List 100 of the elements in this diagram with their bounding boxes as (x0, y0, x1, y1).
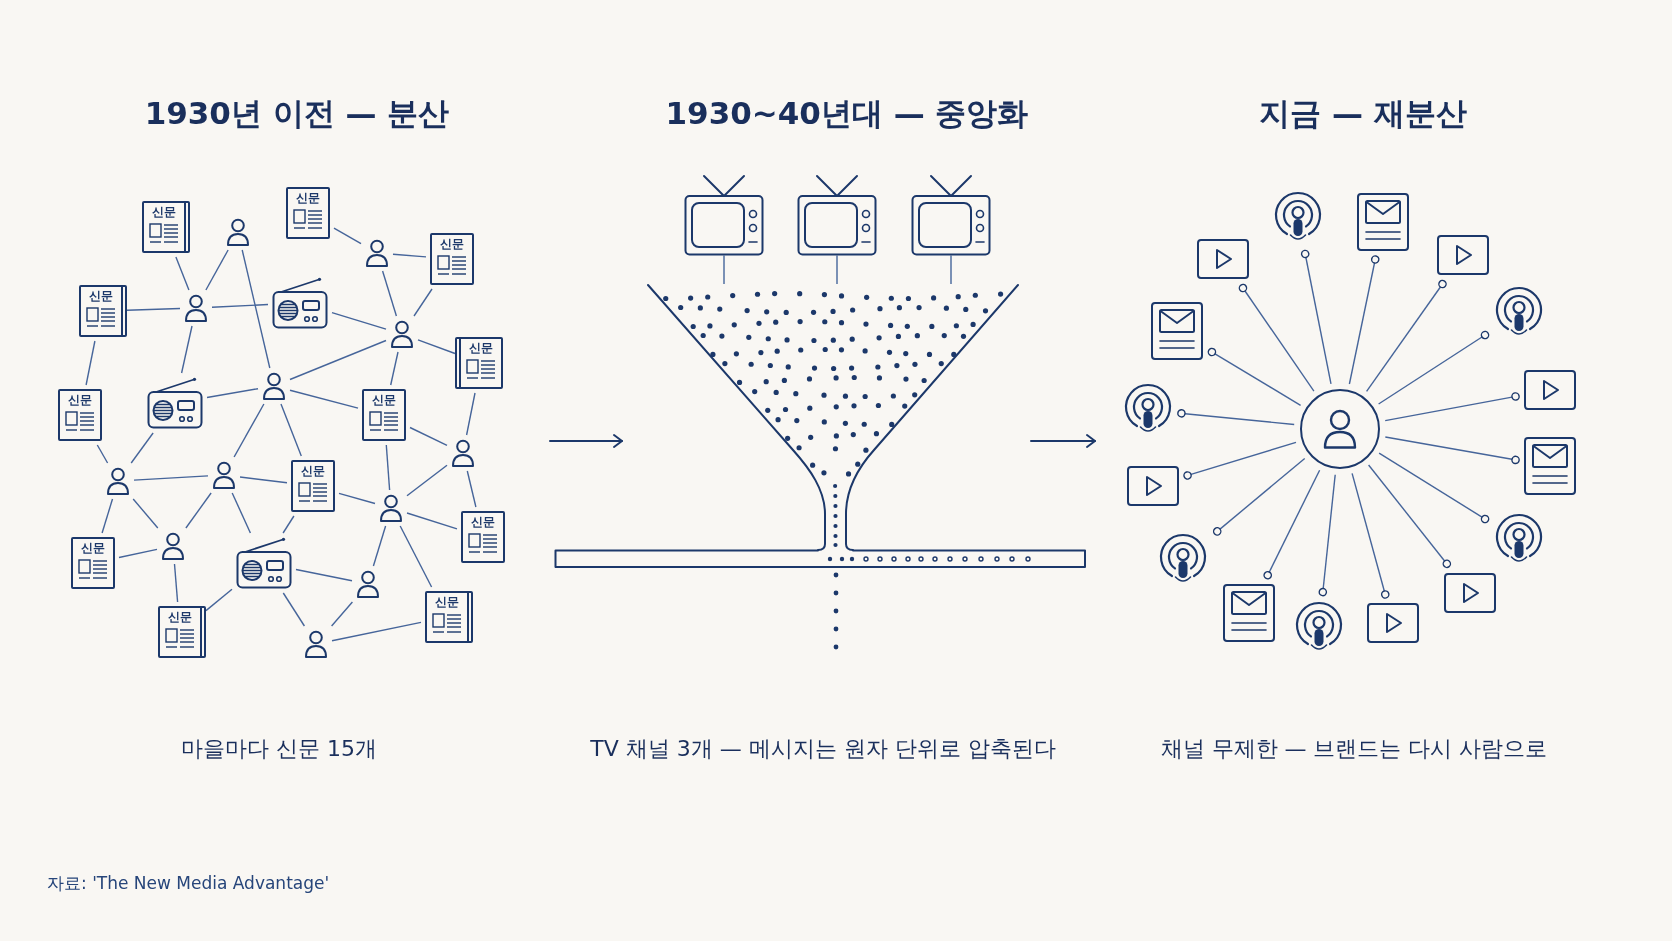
connector-line (1238, 283, 1315, 392)
connector-line (1365, 279, 1447, 393)
connector-line (118, 548, 158, 559)
connector-line (466, 470, 477, 508)
newspaper-title: 신문 (469, 341, 493, 355)
panel-caption: 채널 무제한 — 브랜드는 다시 사람으로 (1160, 735, 1548, 763)
connector-line (101, 498, 114, 534)
connector-line (1183, 441, 1297, 480)
person-icon (390, 320, 414, 348)
newspaper-title: 신문 (435, 595, 459, 609)
connector-line (233, 403, 265, 458)
connector-line (173, 563, 179, 603)
person-icon (304, 630, 328, 658)
connector-line (381, 270, 398, 317)
connector-line (1367, 464, 1452, 569)
connector-line (1318, 474, 1336, 597)
newspaper-title: 신문 (440, 237, 464, 251)
connector-line (417, 339, 456, 355)
person-icon (106, 467, 130, 495)
connector-line (836, 254, 838, 285)
connector-line (372, 525, 387, 567)
mail-page-icon (1151, 302, 1203, 360)
connector-line (289, 389, 359, 409)
connector-line (175, 256, 190, 291)
connector-line (399, 525, 433, 588)
connector-line (130, 432, 154, 464)
hub-circle (1300, 389, 1380, 469)
connector-line (295, 568, 353, 582)
connector-line (413, 288, 433, 317)
connector-line (1212, 457, 1306, 536)
connector-line (338, 492, 376, 505)
person-icon (226, 218, 250, 246)
newspaper (291, 460, 335, 512)
connector-line (280, 403, 302, 457)
video-play-icon (1197, 239, 1249, 279)
newspaper-title: 신문 (296, 191, 320, 205)
person-icon (212, 461, 236, 489)
panel-heading: 지금 — 재분산 (1259, 94, 1467, 133)
tv-icon (911, 174, 991, 256)
connector-line (406, 464, 448, 497)
panel-caption: TV 채널 3개 — 메시지는 원자 단위로 압축된다 (590, 735, 1056, 763)
newspaper-title: 신문 (168, 610, 192, 624)
mail-page-icon (1524, 437, 1576, 495)
connector-line (1263, 469, 1321, 580)
person-icon (262, 372, 286, 400)
connector-line (406, 512, 458, 530)
panel-heading: 1930~40년대 — 중앙화 (665, 94, 1029, 133)
newspaper (71, 537, 115, 589)
connector-line (1384, 392, 1520, 422)
connector-line (205, 588, 233, 612)
connector-line (1384, 436, 1520, 465)
connector-line (282, 515, 295, 534)
newspaper (461, 511, 505, 563)
connector-line (132, 498, 159, 529)
video-play-icon (1437, 235, 1489, 275)
connector-line (126, 307, 181, 311)
tv-icon (797, 174, 877, 256)
connector-line (1300, 249, 1332, 385)
connector-line (1377, 330, 1490, 405)
radio-icon (236, 537, 292, 589)
connector-line (241, 249, 271, 369)
person-icon (451, 439, 475, 467)
person-icon (161, 532, 185, 560)
newspaper-title: 신문 (89, 289, 113, 303)
connector-line (1351, 472, 1390, 599)
newspaper (430, 233, 474, 285)
connector-line (950, 254, 952, 285)
connector-line (282, 592, 306, 627)
connector-line (96, 444, 109, 464)
connector-line (85, 340, 96, 386)
video-play-icon (1127, 466, 1179, 506)
connector-line (331, 621, 422, 642)
connector-line (205, 249, 229, 291)
newspaper (286, 187, 330, 239)
video-play-icon (1524, 370, 1576, 410)
radio-icon (147, 377, 203, 429)
newspaper-title: 신문 (68, 393, 92, 407)
video-play-icon (1367, 603, 1419, 643)
source-note: 자료: 'The New Media Advantage' (47, 872, 330, 895)
connector-line (133, 475, 209, 481)
panel-caption: 마을마다 신문 15개 (181, 735, 377, 763)
mail-page-icon (1357, 193, 1409, 251)
connector-line (211, 303, 269, 308)
connector-line (330, 601, 354, 627)
person-icon (184, 294, 208, 322)
panel-heading: 1930년 이전 — 분산 (144, 94, 450, 133)
newspaper-title: 신문 (301, 464, 325, 478)
connector-line (1348, 255, 1380, 385)
connector-line (1207, 347, 1302, 406)
newspaper-title: 신문 (81, 541, 105, 555)
video-play-icon (1444, 573, 1496, 613)
connector-line (1378, 452, 1490, 524)
newspaper-title: 신문 (372, 393, 396, 407)
connector-line (331, 312, 387, 330)
person-icon (356, 570, 380, 598)
connector-line (231, 492, 252, 534)
newspaper-title: 신문 (471, 515, 495, 529)
radio-icon (272, 277, 328, 329)
connector-line (723, 254, 725, 285)
person-icon (365, 239, 389, 267)
